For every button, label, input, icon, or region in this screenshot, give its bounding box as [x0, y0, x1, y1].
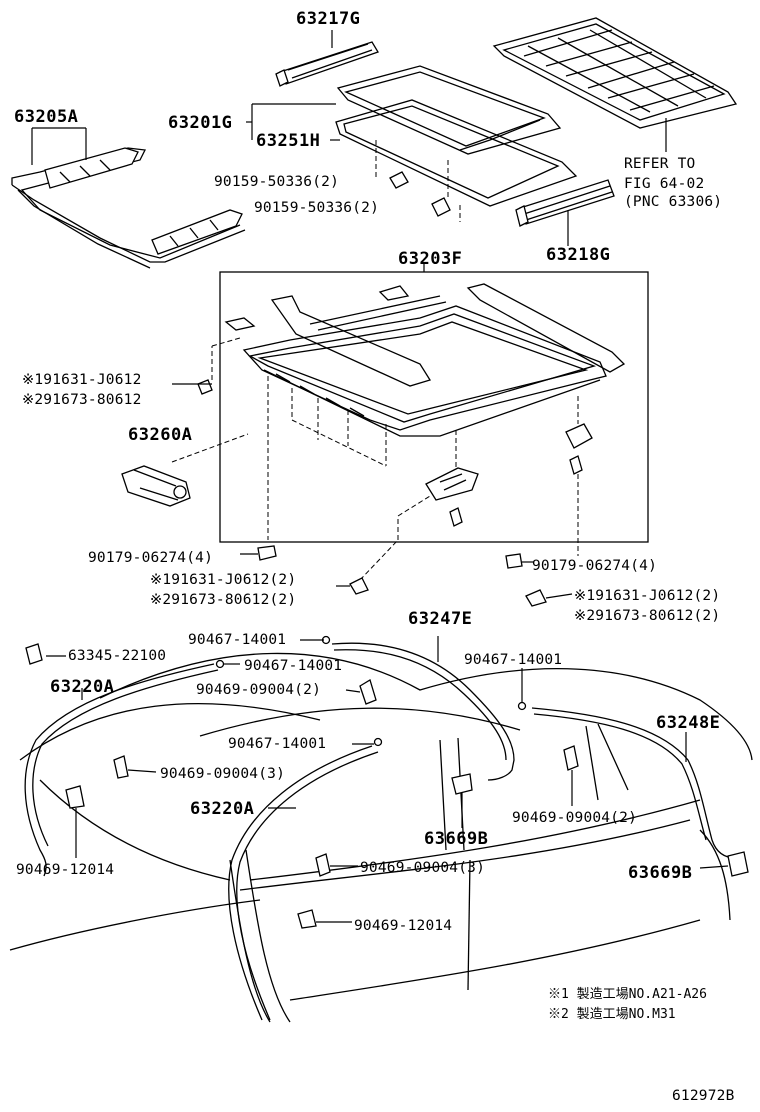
frame-63203F-part — [224, 283, 626, 437]
clamp-90469-09004-2b-part — [563, 745, 579, 771]
label-91673-80612-center: ※291673-80612(2) — [150, 592, 296, 608]
label-91673-80612-left: ※291673-80612 — [22, 392, 142, 408]
figure-id: 612972B — [672, 1088, 735, 1104]
label-63220A-mid: 63220A — [190, 799, 254, 819]
label-91631-J0612-center: ※191631-J0612(2) — [150, 572, 296, 588]
drain-hose-63248E-part — [531, 707, 737, 859]
valve-63669B-mid-part — [451, 773, 473, 795]
label-63201G: 63201G — [168, 113, 232, 133]
label-refer-3: (PNC 63306) — [624, 194, 722, 210]
rail-63205A-part — [11, 147, 246, 269]
label-63203F: 63203F — [398, 249, 462, 269]
bolt-91631-right-part — [525, 589, 547, 607]
bracket-center-part — [425, 467, 479, 527]
bolt-91631-center-part — [349, 577, 369, 595]
label-63669B-right: 63669B — [628, 863, 692, 883]
motor-63260A-part — [121, 465, 191, 507]
label-90179-06274-left: 90179-06274(4) — [88, 550, 213, 566]
label-63248E: 63248E — [656, 713, 720, 733]
label-90469-09004-2a: 90469-09004(2) — [196, 682, 321, 698]
rail-63217G-part — [275, 41, 379, 87]
car-body-outline — [9, 652, 753, 1023]
label-63220A-top: 63220A — [50, 677, 114, 697]
label-91631-J0612-left: ※191631-J0612 — [22, 372, 142, 388]
label-63345-22100: 63345-22100 — [68, 648, 166, 664]
label-90467-14001-d: 90467-14001 — [228, 736, 326, 752]
label-90159-50336-b: 90159-50336(2) — [254, 200, 379, 216]
label-91631-J0612-right: ※191631-J0612(2) — [574, 588, 720, 604]
drain-hose-63220A-mid-part — [228, 745, 379, 1021]
label-63205A: 63205A — [14, 107, 78, 127]
clamp-90469-12014-left-part — [65, 785, 85, 809]
label-63669B-mid: 63669B — [424, 829, 488, 849]
clip-90467-d-part — [373, 737, 383, 747]
label-63218G: 63218G — [546, 245, 610, 265]
connector-63345-part — [25, 643, 43, 665]
label-refer-1: REFER TO — [624, 156, 695, 172]
bolt-91631-left-part — [197, 379, 213, 395]
rail-63218G-part — [515, 179, 615, 227]
label-90469-09004-2b: 90469-09004(2) — [512, 810, 637, 826]
label-90469-12014-mid: 90469-12014 — [354, 918, 452, 934]
label-63251H: 63251H — [256, 131, 320, 151]
label-90159-50336-a: 90159-50336(2) — [214, 174, 339, 190]
clamp-90469-09004-3a-part — [113, 755, 129, 779]
label-90469-12014-left: 90469-12014 — [16, 862, 114, 878]
sunshade-refer-part — [492, 17, 738, 129]
label-refer-2: FIG 64-02 — [624, 176, 704, 192]
nut-90179-left-part — [257, 545, 277, 561]
clip-90467-b-part — [215, 659, 225, 669]
label-90467-14001-b: 90467-14001 — [244, 658, 342, 674]
label-90467-14001-a: 90467-14001 — [188, 632, 286, 648]
nut-90179-right-part — [505, 553, 523, 569]
label-63260A: 63260A — [128, 425, 192, 445]
drain-hose-63247E-part — [331, 642, 515, 781]
valve-63669B-right-part — [727, 851, 749, 877]
glass-panel-63201G-part — [336, 65, 562, 155]
clip-90467-c-part — [517, 701, 527, 711]
footnote-1: ※1 製造工場NO.A21-A26 — [548, 987, 707, 1002]
frame-63203F-box — [219, 271, 649, 543]
label-63247E: 63247E — [408, 609, 472, 629]
footnote-2: ※2 製造工場NO.M31 — [548, 1007, 676, 1022]
label-91673-80612-right: ※291673-80612(2) — [574, 608, 720, 624]
clamp-90469-12014-mid-part — [297, 909, 317, 929]
clamp-90469-09004-2a-part — [359, 679, 377, 705]
clamp-90469-09004-3b-part — [315, 853, 331, 877]
label-90469-09004-3b: 90469-09004(3) — [360, 860, 485, 876]
drain-hose-63220A-top-part — [24, 663, 219, 877]
weatherstrip-63251H-part — [335, 99, 578, 207]
label-90179-06274-right: 90179-06274(4) — [532, 558, 657, 574]
clip-90159-50336-a-part — [389, 171, 409, 189]
label-63217G: 63217G — [296, 9, 360, 29]
label-90469-09004-3a: 90469-09004(3) — [160, 766, 285, 782]
clip-90159-50336-b-part — [431, 197, 451, 217]
label-90467-14001-c: 90467-14001 — [464, 652, 562, 668]
bracket-right-part — [565, 423, 593, 475]
